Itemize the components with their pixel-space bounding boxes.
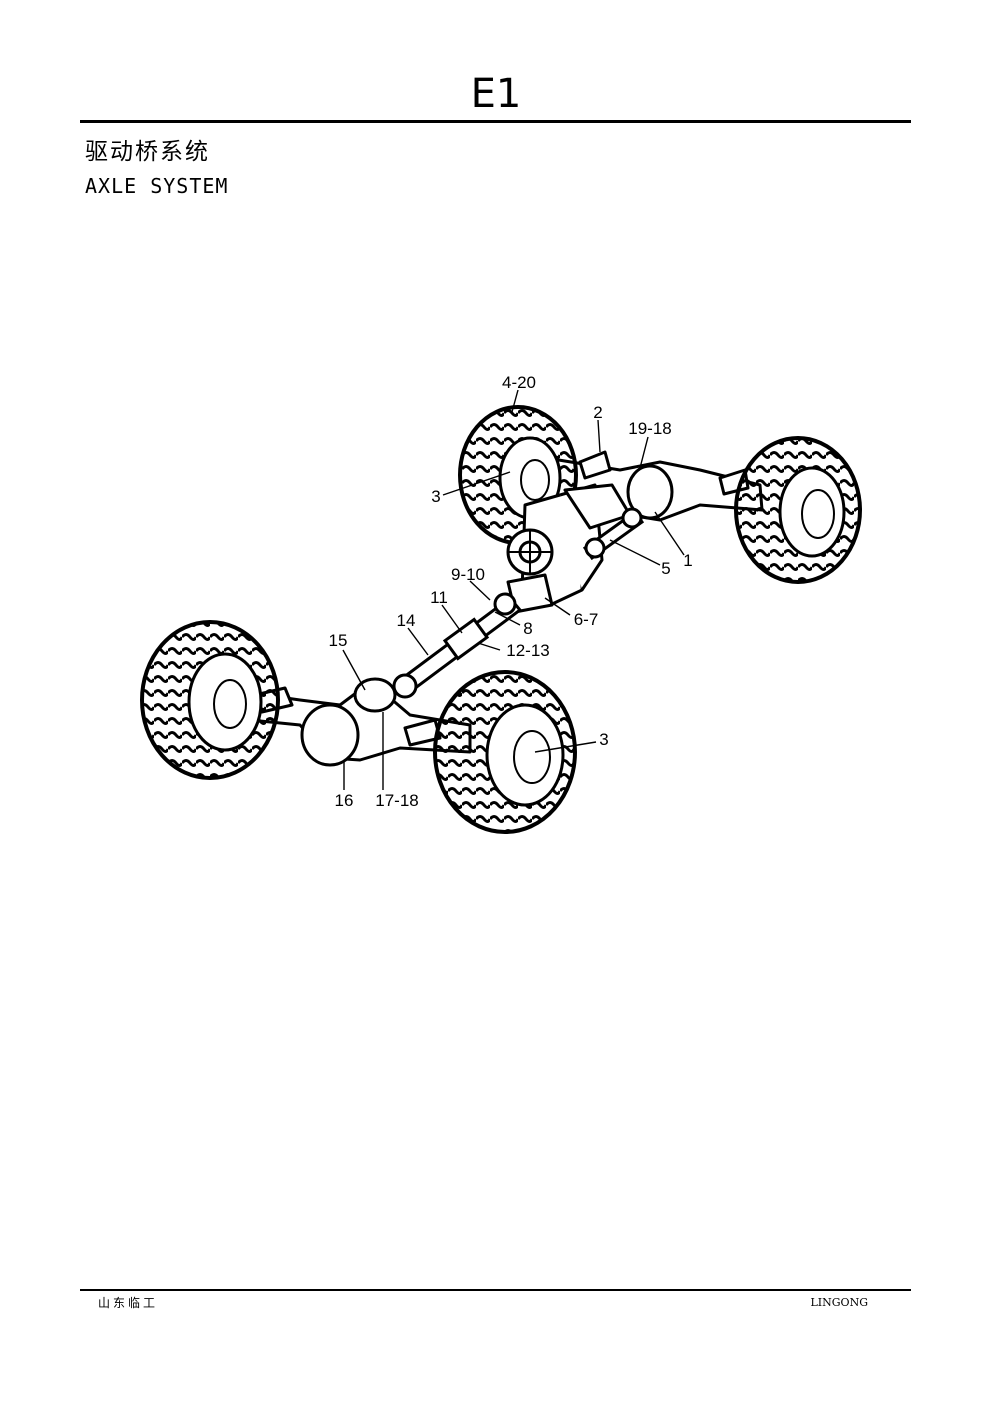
page-title-chinese: 驱动桥系统: [85, 139, 210, 165]
callout-1: 1: [683, 551, 692, 570]
rear-axle-housing: [526, 450, 764, 522]
front-right-wheel: [433, 670, 577, 834]
callout-19-18: 19-18: [628, 419, 671, 438]
footer-brand: LINGONG: [810, 1296, 869, 1309]
leader-lines: [342, 389, 685, 790]
front-axle-housing: [228, 677, 472, 767]
rear-right-wheel: [734, 436, 862, 584]
footer-rule: [80, 1289, 911, 1291]
rear-drive-shaft: [582, 507, 645, 561]
callout-17-18: 17-18: [375, 791, 418, 810]
callout-8: 8: [523, 619, 532, 638]
callout-labels: 4-20 2 19-18 3 5 1 9-10 6-7 11 8 14 12-1…: [329, 373, 693, 810]
front-drive-shaft: [392, 592, 523, 699]
callout-5: 5: [661, 559, 670, 578]
callout-6-7: 6-7: [574, 610, 599, 629]
header-rule: [80, 120, 911, 123]
callout-11: 11: [430, 588, 448, 607]
callout-12-13: 12-13: [506, 641, 549, 660]
callout-15: 15: [329, 631, 348, 650]
callout-16: 16: [335, 791, 354, 810]
page-title-english: AXLE SYSTEM: [85, 174, 229, 198]
page-code: E1: [470, 71, 522, 117]
footer-company-chinese: 山东临工: [98, 1296, 159, 1310]
front-left-wheel: [140, 620, 280, 780]
callout-14: 14: [397, 611, 416, 630]
callout-3-front: 3: [599, 730, 608, 749]
transmission: [506, 483, 632, 614]
callout-3-rear: 3: [431, 487, 440, 506]
callout-4-20: 4-20: [502, 373, 536, 392]
callout-9-10: 9-10: [451, 565, 485, 584]
callout-2: 2: [593, 403, 602, 422]
